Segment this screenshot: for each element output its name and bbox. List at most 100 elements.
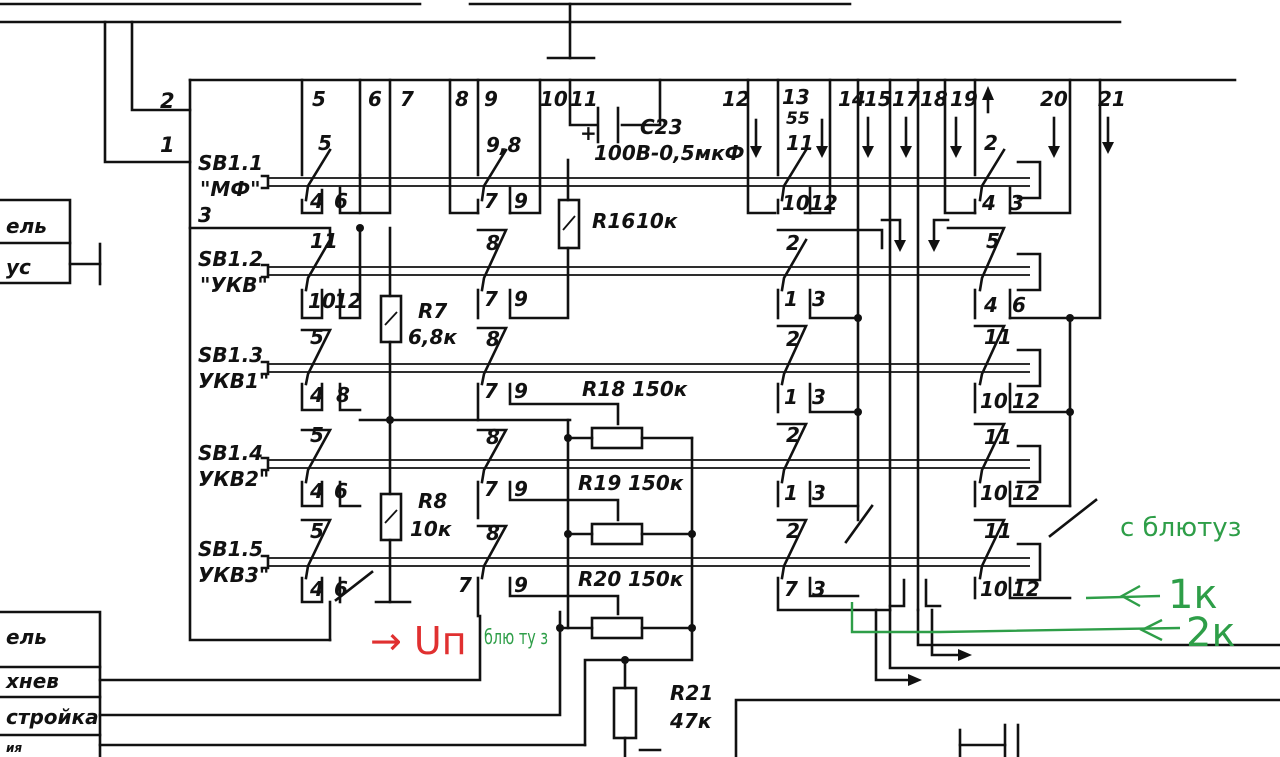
r20-value: 150к xyxy=(628,567,684,591)
contact-label: 9 xyxy=(514,287,528,311)
switch-sb15-mode: УКВ3" xyxy=(198,563,269,587)
contact-label: 4 xyxy=(981,191,996,215)
contact-label: 7 xyxy=(484,189,498,213)
pin-11: 11 xyxy=(570,87,598,111)
contact-groups-col3 xyxy=(776,148,1280,686)
table-row-3: ель xyxy=(6,625,47,649)
switch-sb13-mode: УКВ1" xyxy=(198,369,269,393)
pin-9: 9 xyxy=(484,87,498,111)
contact-label: 2 xyxy=(984,131,998,155)
pin-6: 6 xyxy=(368,87,382,111)
contact-label: 10 xyxy=(980,481,1008,505)
contact-label: 8 xyxy=(486,425,500,449)
contact-label: 3 xyxy=(812,481,826,505)
pin-14: 14 xyxy=(838,87,866,111)
annotation-2k: 2к xyxy=(1186,610,1236,656)
contact-label: 3 xyxy=(812,287,826,311)
contact-label: 1 xyxy=(784,287,798,311)
contact-label: 5 xyxy=(318,131,332,155)
r8-value: 10к xyxy=(410,517,452,541)
annotation-up-supply: → Uп xyxy=(370,619,467,663)
switch-sb12-mode: "УКВ" xyxy=(200,273,268,297)
contact-label: 10 xyxy=(980,389,1008,413)
contact-label: 1 xyxy=(784,385,798,409)
contact-label: 9 xyxy=(514,379,528,403)
switch-sb14-mode: УКВ2" xyxy=(198,467,269,491)
contact-label: 12 xyxy=(810,191,838,215)
pin-15: 15 xyxy=(864,87,892,111)
annotation-bluetooth-short: блю ту з xyxy=(484,625,548,649)
contact-label: 11 xyxy=(310,229,338,253)
contact-label: 7 xyxy=(484,287,498,311)
annotation-1k: 1к xyxy=(1168,572,1218,618)
left-table-top xyxy=(0,198,102,286)
contact-groups-col2 xyxy=(476,148,620,618)
contact-label: 11 xyxy=(786,131,814,155)
contact-label: 4 xyxy=(983,293,998,317)
pin-17: 17 xyxy=(892,87,920,111)
bottom-right-box xyxy=(734,698,1280,757)
pin-5: 5 xyxy=(312,87,326,111)
r19-value: 150к xyxy=(628,471,684,495)
contact-label: 9 xyxy=(514,189,528,213)
bus-pin-labels: 2 1 5 6 7 8 9 10 11 12 13 55 14 15 17 18… xyxy=(160,85,1126,157)
bus-drops xyxy=(300,78,1114,612)
switch-sb11-mode: "МФ" xyxy=(200,177,261,201)
r8-name: R8 xyxy=(418,489,447,513)
contact-label: 6 xyxy=(334,189,348,213)
contact-label: 12 xyxy=(1012,389,1040,413)
r7-name: R7 xyxy=(418,299,447,323)
r21-name: R21 xyxy=(670,681,713,705)
resistor-chain-r7-r8 xyxy=(356,224,572,604)
resistor-r16 xyxy=(557,158,581,250)
resistor-r21 xyxy=(612,656,662,757)
contact-label: 4 xyxy=(309,577,324,601)
contact-label: 3 xyxy=(812,577,826,601)
contact-label: 2 xyxy=(786,423,800,447)
contact-label: 7 xyxy=(484,379,498,403)
pin-19: 19 xyxy=(950,87,978,111)
contact-label: 5 xyxy=(986,229,1000,253)
contact-label: 5 xyxy=(310,519,324,543)
contact-label: 3 xyxy=(1010,191,1024,215)
r21-value: 47к xyxy=(669,709,712,733)
switch-sb12-label: SB1.2 xyxy=(198,247,263,271)
contact-label: 11 xyxy=(984,519,1012,543)
contact-label: 5 xyxy=(310,325,324,349)
switch-sb14-label: SB1.4 xyxy=(198,441,263,465)
contact-label: 9 xyxy=(514,477,528,501)
contact-groups-col1 xyxy=(188,148,374,642)
contact-label: 5 xyxy=(310,423,324,447)
table-row-2: ус xyxy=(6,255,31,279)
contact-groups-col4 xyxy=(946,148,1098,600)
contact-label: 8 xyxy=(336,383,350,407)
table-row-4: хнев xyxy=(5,669,59,693)
r19-name: R19 xyxy=(578,471,621,495)
contact-label: 2 xyxy=(786,327,800,351)
pin-21: 21 xyxy=(1098,87,1126,111)
contact-label: 12 xyxy=(334,289,362,313)
r18-name: R18 xyxy=(582,377,625,401)
left-table-bottom xyxy=(0,610,587,757)
contact-label: 10 xyxy=(308,289,336,313)
pin-1: 1 xyxy=(160,133,175,157)
table-row-5: стройка xyxy=(6,705,99,729)
pin-12: 12 xyxy=(722,87,750,111)
contact-label: 4 xyxy=(309,479,324,503)
pin-20: 20 xyxy=(1040,87,1068,111)
contact-label: 12 xyxy=(1012,481,1040,505)
switch-sb11-label: SB1.1 xyxy=(198,151,263,175)
contact-label: 9 xyxy=(514,573,528,597)
switch-link-bars xyxy=(260,174,1030,570)
contact-label: 6 xyxy=(1012,293,1026,317)
r7-value: 6,8к xyxy=(408,325,457,349)
contact-label: 12 xyxy=(1012,577,1040,601)
contact-label: 2 xyxy=(786,231,800,255)
contact-label: 7 xyxy=(784,577,798,601)
r16-value: 10к xyxy=(636,209,678,233)
pin-2: 2 xyxy=(160,89,175,113)
capacitor-c23 xyxy=(596,106,620,144)
contact-label: 6 xyxy=(334,479,348,503)
pin-55: 55 xyxy=(786,109,810,129)
